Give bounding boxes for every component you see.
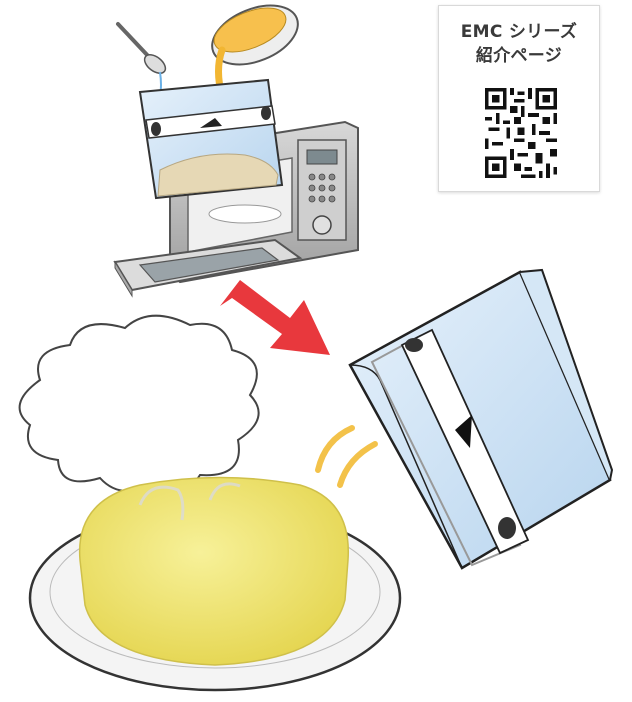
ziplock-bag-icon — [350, 270, 612, 568]
motion-lines-icon — [318, 428, 375, 485]
qr-card-title-line1: EMC シリーズ — [439, 20, 599, 44]
steam-cloud-icon — [20, 316, 259, 491]
spoon-icon — [118, 24, 169, 98]
qr-card-title-line2: 紹介ページ — [439, 44, 599, 68]
bread-icon — [80, 478, 349, 666]
arrow-icon — [220, 280, 330, 355]
qr-card[interactable]: EMC シリーズ 紹介ページ — [438, 5, 600, 192]
qr-code-icon[interactable] — [485, 88, 557, 178]
ziplock-bag-icon — [140, 80, 282, 198]
qr-card-title: EMC シリーズ 紹介ページ — [439, 20, 599, 68]
